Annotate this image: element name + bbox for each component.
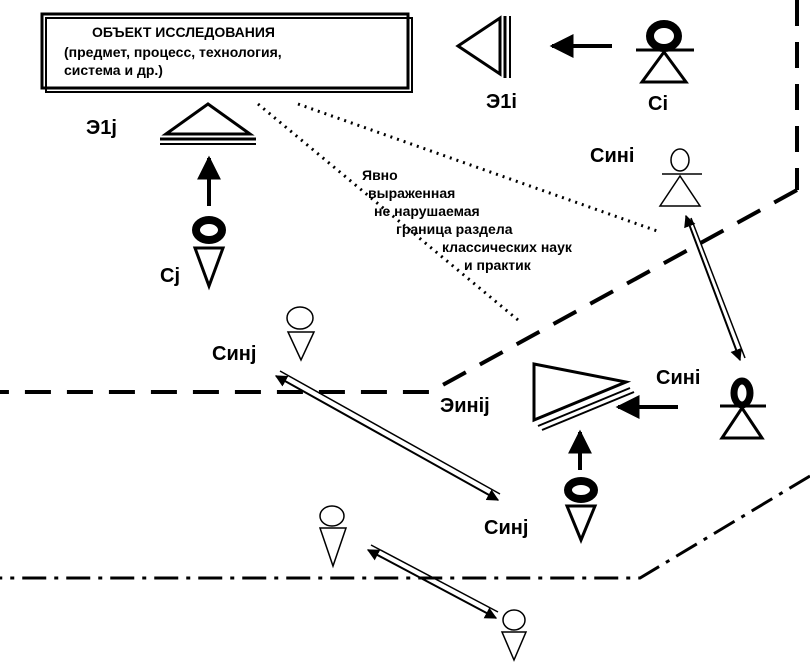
svg-text:не нарушаемая: не нарушаемая <box>374 203 480 219</box>
label-sinj-bottom: Синj <box>484 517 528 539</box>
cj-subject-icon <box>192 216 226 291</box>
svg-text:классических наук: классических наук <box>442 239 573 255</box>
ci-subject-icon <box>636 20 694 84</box>
lower-left-figure-icon <box>318 505 348 569</box>
svg-text:выраженная: выраженная <box>368 185 455 201</box>
double-arrow-sini-link <box>684 214 746 362</box>
label-ci: Ci <box>648 93 668 115</box>
double-arrow-lower-link <box>366 544 499 619</box>
label-einij: Эиніj <box>440 395 490 417</box>
object-box-title: ОБЪЕКТ ИССЛЕДОВАНИЯ <box>92 24 275 40</box>
dotted-boundary-left <box>257 102 519 322</box>
dotted-boundary-right <box>297 102 661 234</box>
diagonal-dashed-boundary <box>0 188 798 394</box>
label-cj: Cj <box>160 265 180 287</box>
label-e1j: Э1j <box>86 117 117 139</box>
svg-text:и практик: и практик <box>464 257 532 273</box>
research-object-box: ОБЪЕКТ ИССЛЕДОВАНИЯ (предмет, процесс, т… <box>40 12 413 93</box>
dash-dot-boundary <box>0 474 810 580</box>
boundary-note: Явно выраженная не нарушаемая граница ра… <box>362 167 573 273</box>
sinj-bottom-subject-icon <box>564 477 598 544</box>
object-box-line2: (предмет, процесс, технология, <box>64 44 282 60</box>
e1i-triangle-icon <box>455 15 511 78</box>
sini-right-subject-icon <box>719 377 766 440</box>
label-sini-top: Сині <box>590 145 634 167</box>
label-sinj-left: Синj <box>212 343 256 365</box>
svg-text:Явно: Явно <box>362 167 398 183</box>
label-e1i: Э1i <box>486 91 517 113</box>
svg-text:граница раздела: граница раздела <box>396 221 513 237</box>
sini-top-figure-icon <box>658 148 702 207</box>
label-sini-right: Сині <box>656 367 700 389</box>
lower-right-figure-icon <box>500 609 528 662</box>
object-box-line3: система и др.) <box>64 62 163 78</box>
double-arrow-sinj-link <box>274 370 501 501</box>
sinj-left-figure-icon <box>286 306 316 362</box>
e1j-triangle-icon <box>160 102 256 145</box>
einij-triangle-icon <box>532 362 635 431</box>
